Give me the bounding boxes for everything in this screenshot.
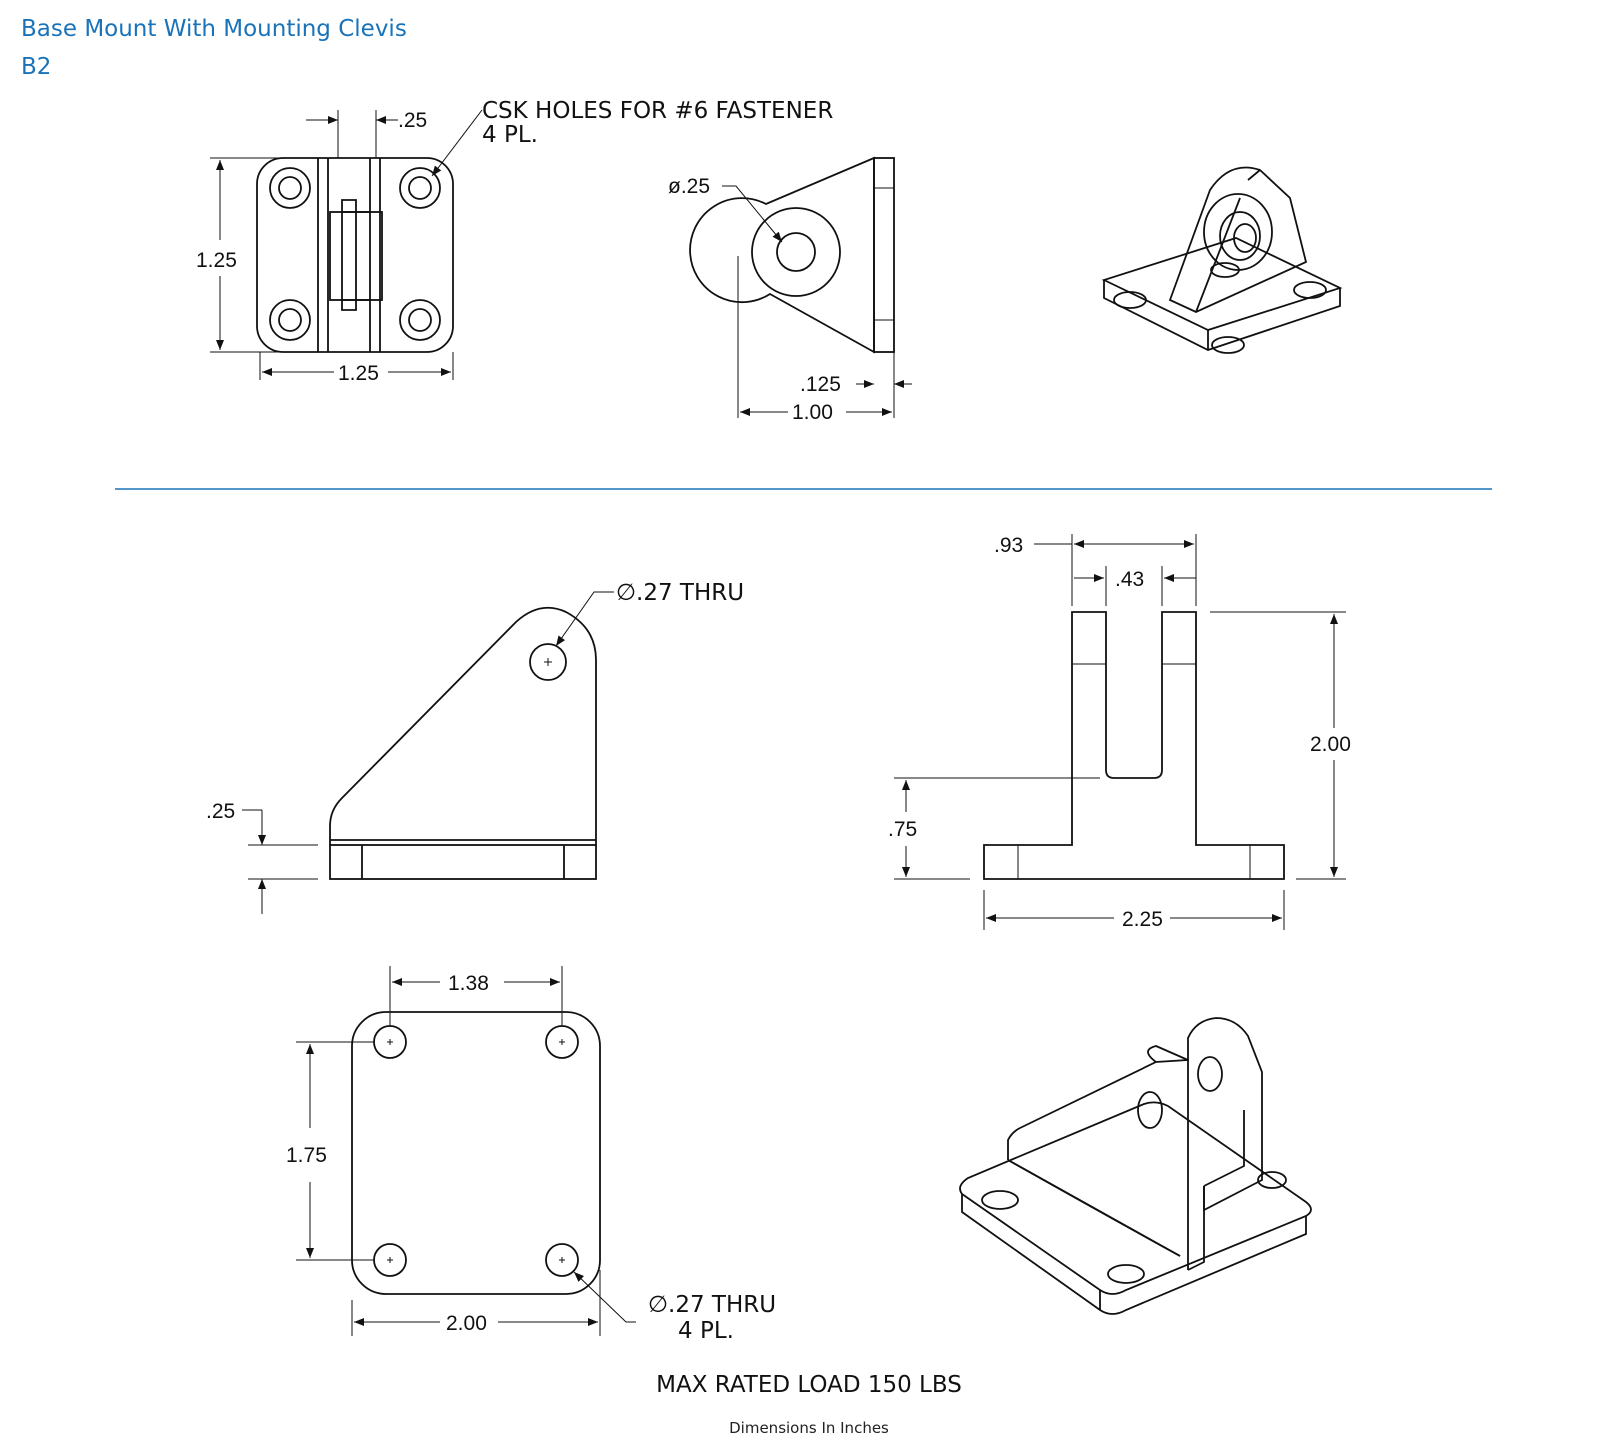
mount-hole-callout-line1: ∅.27 THRU [648, 1292, 776, 1318]
mount-hole [545, 1243, 579, 1277]
large-part-bottom-view: 1.38 1.75 2.00 ∅.27 THRU 4 PL. [286, 966, 776, 1344]
small-part-side-view: ø.25 1.00 .125 [668, 156, 912, 424]
dim-hole-spacing-y: 1.75 [286, 1144, 327, 1167]
csk-callout-line1: CSK HOLES FOR #6 FASTENER [482, 98, 833, 124]
mount-hole [373, 1243, 407, 1277]
dim-width: 1.25 [338, 362, 379, 385]
dim-thru-hole: ∅.27 THRU [616, 580, 744, 606]
dim-outer-width: .93 [994, 534, 1023, 557]
small-part-isometric [1101, 166, 1343, 354]
dim-base-thickness: .25 [206, 800, 235, 823]
dim-height-large: 2.00 [1310, 733, 1351, 756]
large-part-isometric [959, 1017, 1312, 1315]
csk-hole [399, 167, 441, 209]
csk-hole [269, 299, 311, 341]
dim-hole-spacing-x: 1.38 [448, 972, 489, 995]
csk-hole [269, 167, 311, 209]
dim-depth: 1.00 [792, 401, 833, 424]
dim-base-width: 2.00 [446, 1312, 487, 1335]
part-number: B2 [21, 54, 52, 80]
csk-callout-line2: 4 PL. [482, 122, 538, 148]
dim-slot-width-large: .43 [1115, 568, 1144, 591]
small-part-top-view: .25 1.25 1.25 CSK HOLES FOR #6 FASTENER … [196, 98, 833, 385]
mount-hole [545, 1025, 579, 1059]
units-note: Dimensions In Inches [729, 1419, 889, 1437]
large-part-side-view: ∅.27 THRU .25 [206, 580, 744, 914]
drawing-title: Base Mount With Mounting Clevis [21, 16, 407, 42]
mount-hole [373, 1025, 407, 1059]
dim-height: 1.25 [196, 249, 237, 272]
dim-slot-bottom: .75 [888, 818, 917, 841]
large-part-front-view: .93 .43 2.00 .75 2.25 [888, 534, 1351, 931]
dim-thickness: .125 [800, 373, 841, 396]
mount-hole-callout-line2: 4 PL. [678, 1318, 734, 1344]
dim-base-length: 2.25 [1122, 908, 1163, 931]
dim-slot-width: .25 [398, 109, 427, 132]
max-load-note: MAX RATED LOAD 150 LBS [656, 1372, 962, 1398]
dim-hole-dia: ø.25 [668, 175, 710, 198]
csk-hole [399, 299, 441, 341]
